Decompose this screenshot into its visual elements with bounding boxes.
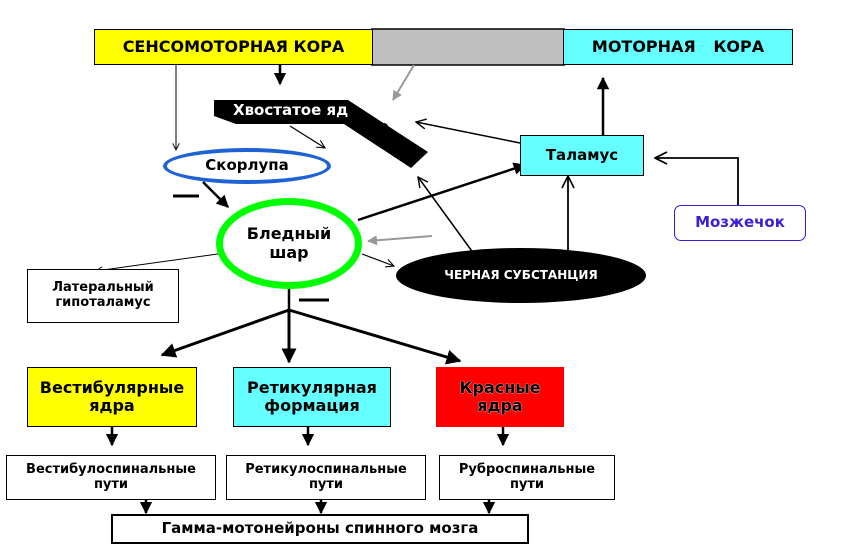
lateral-hypothalamus-box: Латеральный гипоталамус: [27, 269, 179, 323]
rubrospinal-label: Руброспинальные пути: [458, 461, 596, 492]
lateral-hypothalamus-label: Латеральный гипоталамус: [52, 280, 154, 310]
gamma-motoneurons-label: Гамма-мотонейроны спинного мозга: [161, 519, 479, 538]
arrow-gray-cortex-to-caudate: [392, 64, 415, 101]
reticular-formation-box: Ретикулярная формация: [233, 367, 391, 427]
putamen-oval: Скорлупа: [163, 148, 331, 184]
caudate-nucleus-shape: [214, 100, 428, 168]
reticular-formation-label: Ретикулярная формация: [247, 377, 377, 415]
arrow-thalamus-to-caudate: [416, 122, 521, 144]
thalamus-box: Таламус: [520, 135, 644, 176]
thalamus-label: Таламус: [545, 145, 619, 164]
arrow-nigra-to-caudate: [418, 177, 475, 255]
arrow-caudate-to-putamen: [289, 125, 325, 148]
reticulospinal-label: Ретикулоспинальные пути: [245, 461, 407, 492]
rubrospinal-box: Руброспинальные пути: [439, 455, 615, 500]
cerebellum-label: Мозжечок: [695, 213, 785, 232]
reticulospinal-box: Ретикулоспинальные пути: [226, 455, 426, 500]
gamma-motoneurons-box: Гамма-мотонейроны спинного мозга: [111, 514, 529, 544]
red-nuclei-box: Красные ядра: [436, 367, 564, 427]
vestibulospinal-label: Вестибулоспинальные пути: [26, 461, 196, 492]
caudate-label-tail: ро: [369, 119, 389, 135]
arrow-pallidus-to-nigra: [361, 253, 394, 266]
vestibulospinal-box: Вестибулоспинальные пути: [6, 455, 216, 500]
arrow-pallidus-to-vestibular: [160, 308, 290, 358]
globus-pallidus-label: Бледный шар: [246, 224, 332, 262]
arrow-pallidus-to-hypothalamus: [96, 251, 233, 271]
substantia-nigra-oval: ЧЕРНАЯ СУБСТАНЦИЯ: [396, 248, 646, 303]
globus-pallidus-oval: Бледный шар: [216, 198, 362, 289]
cerebellum-box: Мозжечок: [674, 205, 806, 241]
substantia-nigra-label: ЧЕРНАЯ СУБСТАНЦИЯ: [444, 267, 598, 282]
caudate-label-main: Хвостатое яд: [233, 101, 349, 119]
motor-cortex-label: МОТОРНАЯ КОРА: [591, 36, 765, 56]
red-nuclei-label: Красные ядра: [459, 377, 541, 415]
sensory-cortex-label: СЕНСОМОТОРНАЯ КОРА: [122, 36, 345, 56]
arrow-putamen-to-pallidus: [202, 181, 229, 208]
arrow-nigra-to-pallidus: [367, 235, 433, 246]
sensory-cortex-box: СЕНСОМОТОРНАЯ КОРА: [94, 29, 373, 65]
arrow-pallidus-to-red: [288, 308, 462, 365]
vestibular-nuclei-box: Вестибулярные ядра: [27, 367, 197, 427]
motor-cortex-box: МОТОРНАЯ КОРА: [563, 29, 793, 65]
arrow-cerebellum-to-thalamus: [655, 158, 739, 205]
arrow-pallidus-to-thalamus: [357, 162, 527, 222]
cortex-middle-segment: [371, 28, 565, 66]
vestibular-nuclei-label: Вестибулярные ядра: [39, 377, 185, 415]
putamen-label: Скорлупа: [205, 156, 289, 175]
